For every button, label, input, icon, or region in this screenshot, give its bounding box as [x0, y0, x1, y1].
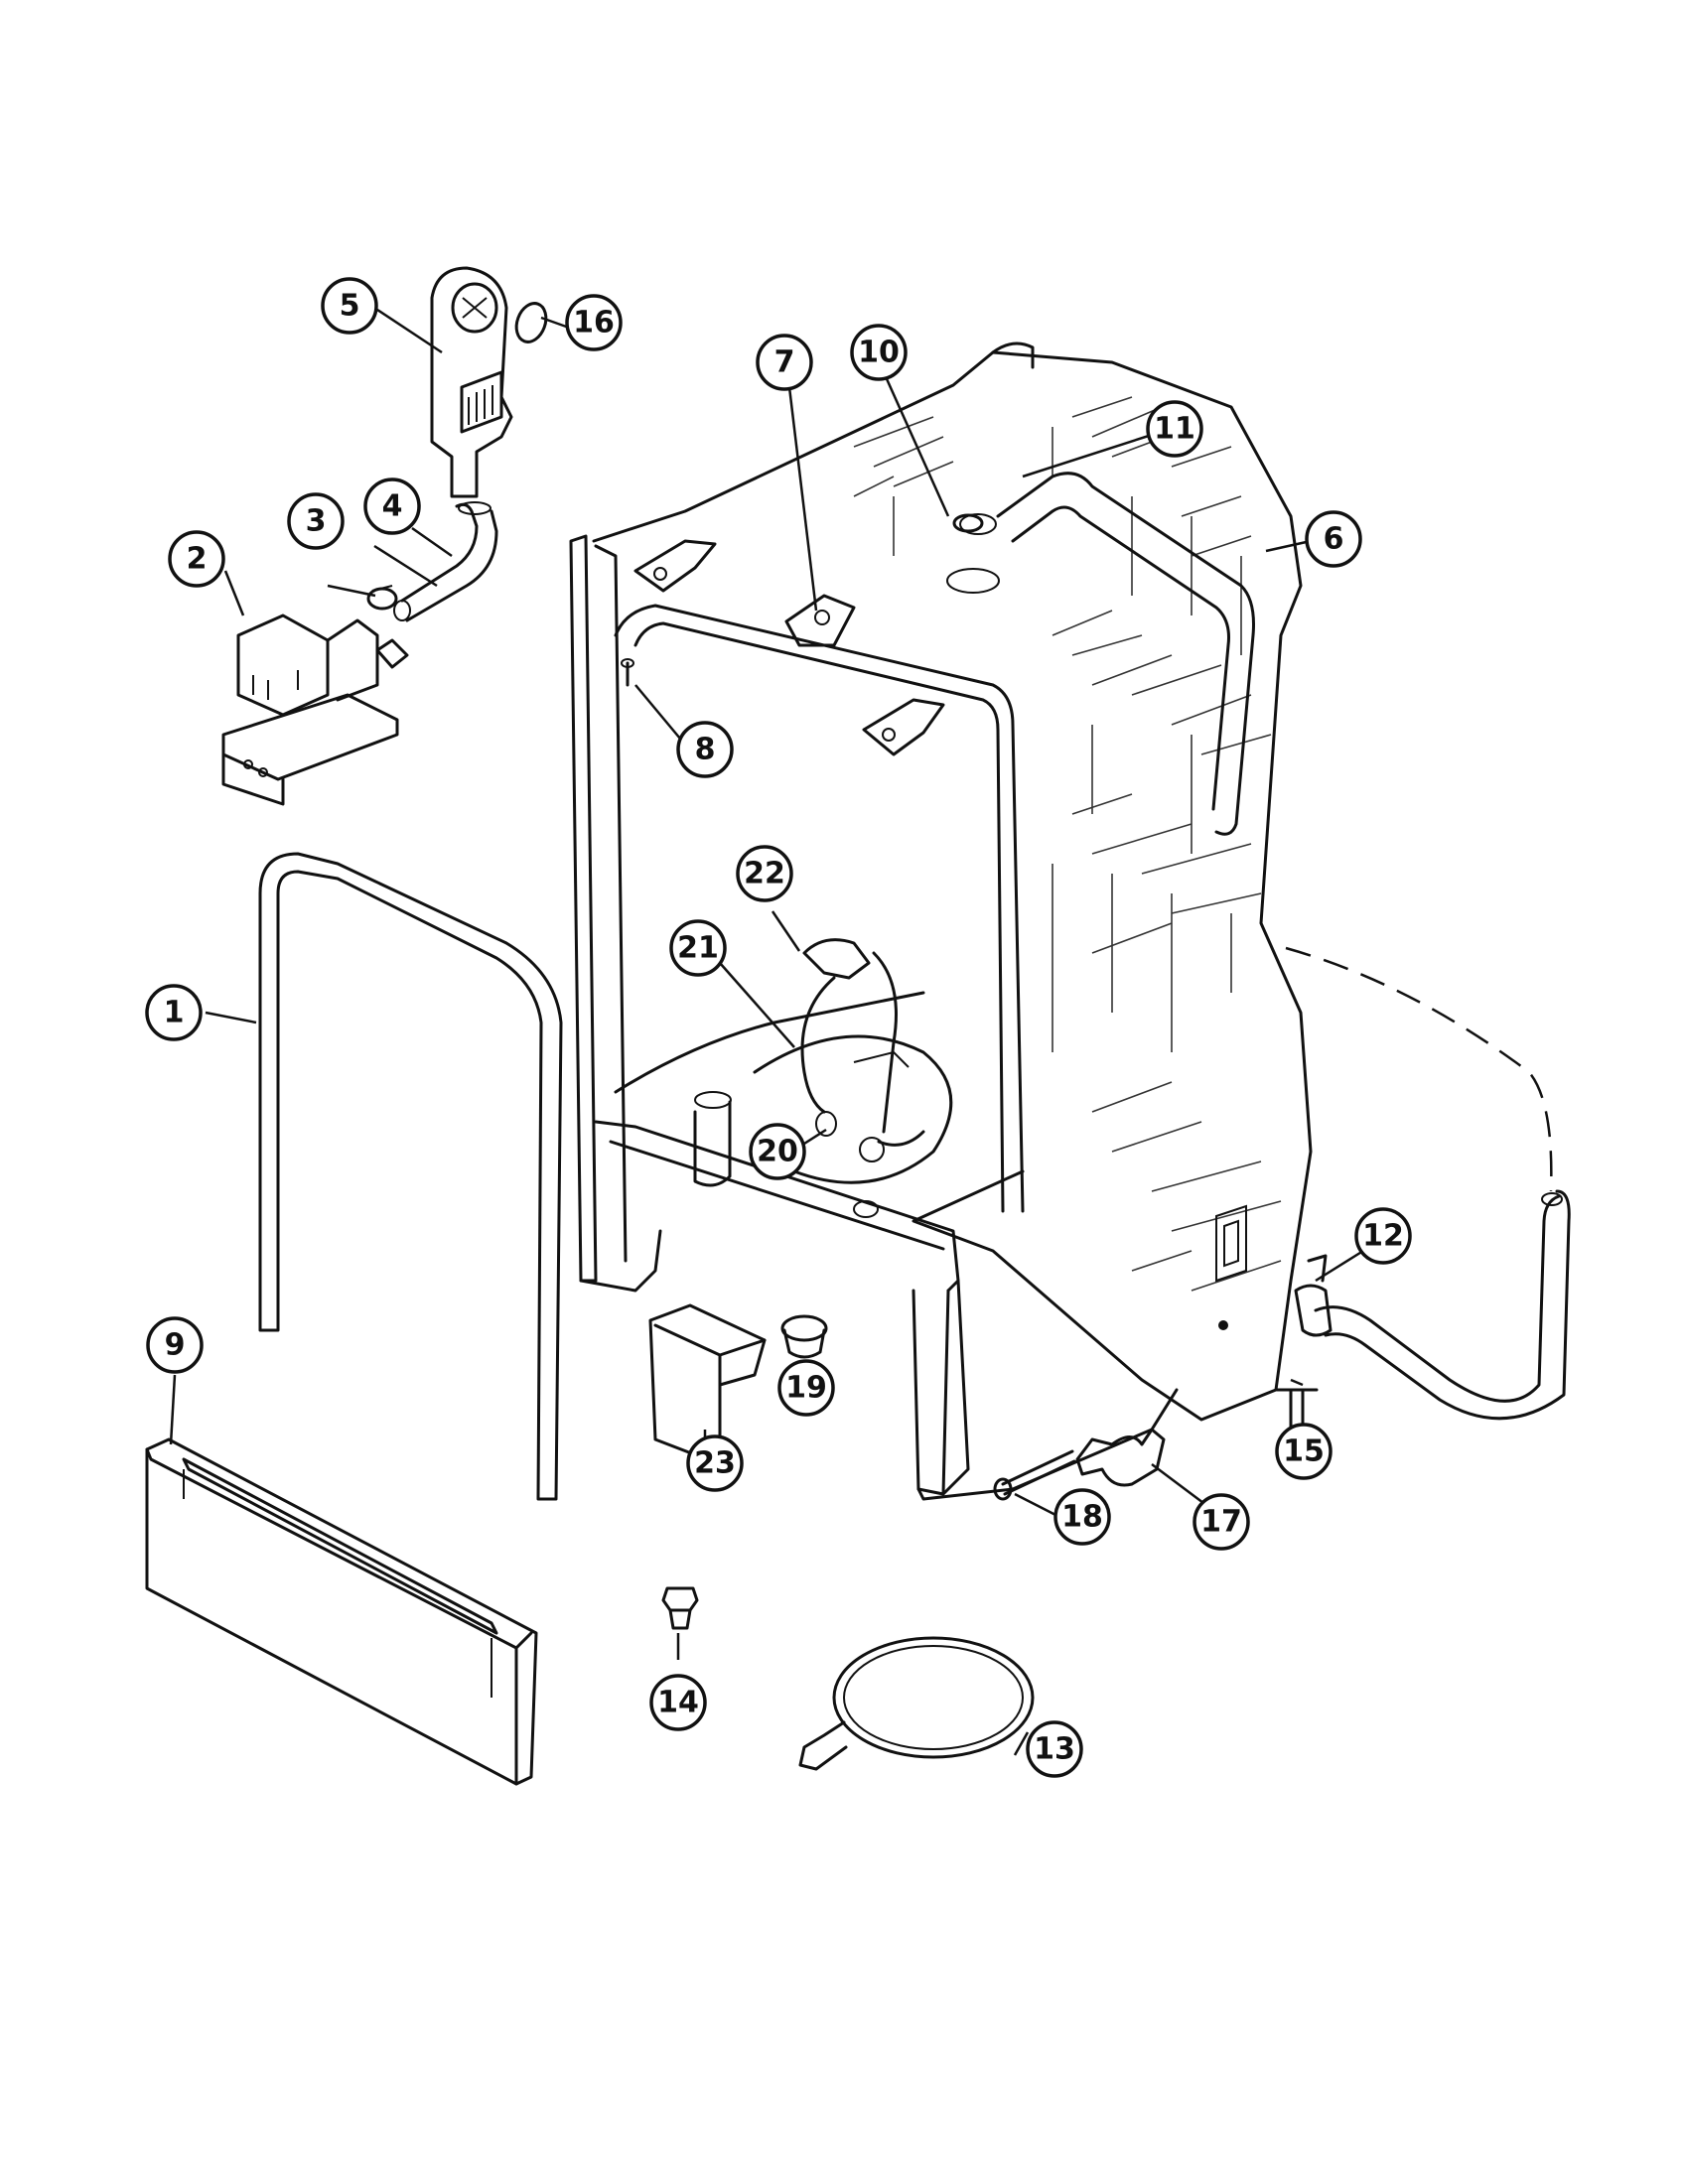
- callout-number: 7: [774, 345, 795, 380]
- callout-number: 10: [858, 336, 900, 370]
- callout-number: 8: [695, 733, 716, 767]
- callout-number: 18: [1061, 1500, 1103, 1535]
- cap: [780, 1314, 828, 1359]
- fill-hose: [393, 501, 498, 622]
- callout-3: 3: [287, 492, 345, 550]
- toe-panel: [145, 1437, 538, 1786]
- tub-assembly: [592, 341, 1313, 1422]
- fill-tube: [946, 472, 1255, 836]
- clip: [661, 1586, 699, 1630]
- callout-22: 22: [736, 845, 793, 902]
- callout-8: 8: [676, 721, 734, 778]
- callout-1: 1: [145, 984, 203, 1041]
- callout-4: 4: [363, 478, 421, 535]
- callout-circle: [168, 530, 225, 588]
- callout-12: 12: [1354, 1207, 1412, 1265]
- callout-circle: [1354, 1207, 1412, 1265]
- callout-circle: [1275, 1423, 1333, 1480]
- callout-circle: [676, 721, 734, 778]
- callout-circle: [1305, 510, 1362, 568]
- callout-number: 4: [382, 489, 403, 524]
- callout-14: 14: [649, 1674, 707, 1731]
- callout-9: 9: [146, 1316, 204, 1374]
- callout-number: 22: [744, 857, 785, 891]
- callout-number: 19: [785, 1371, 827, 1406]
- callout-number: 12: [1362, 1219, 1404, 1254]
- callout-number: 1: [164, 996, 185, 1030]
- callout-10: 10: [850, 324, 908, 381]
- leader-lines: [169, 308, 1364, 1756]
- callout-circle: [686, 1434, 744, 1492]
- callout-circle: [287, 492, 345, 550]
- callout-15: 15: [1275, 1423, 1333, 1480]
- callout-circle: [1193, 1493, 1250, 1551]
- callout-17: 17: [1193, 1493, 1250, 1551]
- water-inlet: [430, 266, 513, 498]
- callout-21: 21: [669, 919, 727, 977]
- callout-circle: [756, 334, 813, 391]
- callout-circle: [1146, 400, 1203, 458]
- callout-23: 23: [686, 1434, 744, 1492]
- callout-number: 17: [1200, 1505, 1242, 1540]
- callout-number: 9: [165, 1328, 186, 1363]
- tub-insulation-hatch: [853, 396, 1282, 1292]
- callout-18: 18: [1053, 1488, 1111, 1546]
- drain-hose: [1285, 946, 1571, 1421]
- mounting-bracket: [1075, 1428, 1166, 1487]
- callout-circle: [363, 478, 421, 535]
- fill-valve: [221, 614, 409, 806]
- callout-number: 23: [694, 1446, 736, 1481]
- ring-clamp: [798, 1636, 1035, 1771]
- door-gasket: [258, 852, 563, 1501]
- callout-11: 11: [1146, 400, 1203, 458]
- grommet: [952, 513, 984, 533]
- callout-circle: [1026, 1720, 1083, 1778]
- callout-circle: [1053, 1488, 1111, 1546]
- callout-number: 3: [306, 504, 327, 539]
- callout-number: 13: [1034, 1732, 1075, 1767]
- callout-6: 6: [1305, 510, 1362, 568]
- callout-circle: [777, 1359, 835, 1417]
- callout-circle: [146, 1316, 204, 1374]
- detergent-box: [648, 1303, 767, 1466]
- callout-number: 21: [677, 931, 719, 966]
- hose-clamp: [366, 585, 398, 611]
- callout-circle: [736, 845, 793, 902]
- o-ring: [514, 302, 548, 343]
- callout-number: 20: [757, 1135, 798, 1169]
- callout-number: 2: [187, 542, 208, 577]
- callout-number: 16: [573, 306, 615, 341]
- callout-5: 5: [321, 277, 378, 335]
- callout-number: 5: [340, 289, 360, 324]
- callout-20: 20: [749, 1123, 806, 1180]
- callout-circle: [749, 1123, 806, 1180]
- screw: [621, 658, 634, 687]
- callout-2: 2: [168, 530, 225, 588]
- callout-19: 19: [777, 1359, 835, 1417]
- leveling-leg: [993, 1449, 1076, 1501]
- callout-16: 16: [565, 294, 623, 351]
- callout-number: 15: [1283, 1434, 1325, 1469]
- wire-harness: [800, 938, 925, 1162]
- callout-circle: [565, 294, 623, 351]
- tub-front-frame: [569, 534, 1179, 1501]
- callout-number: 14: [657, 1686, 699, 1720]
- callout-7: 7: [756, 334, 813, 391]
- callout-number: 6: [1324, 522, 1344, 557]
- callout-circle: [850, 324, 908, 381]
- callout-circle: [649, 1674, 707, 1731]
- callout-circle: [145, 984, 203, 1041]
- callout-circle: [669, 919, 727, 977]
- callout-number: 11: [1154, 412, 1195, 447]
- callout-circle: [321, 277, 378, 335]
- callout-13: 13: [1026, 1720, 1083, 1778]
